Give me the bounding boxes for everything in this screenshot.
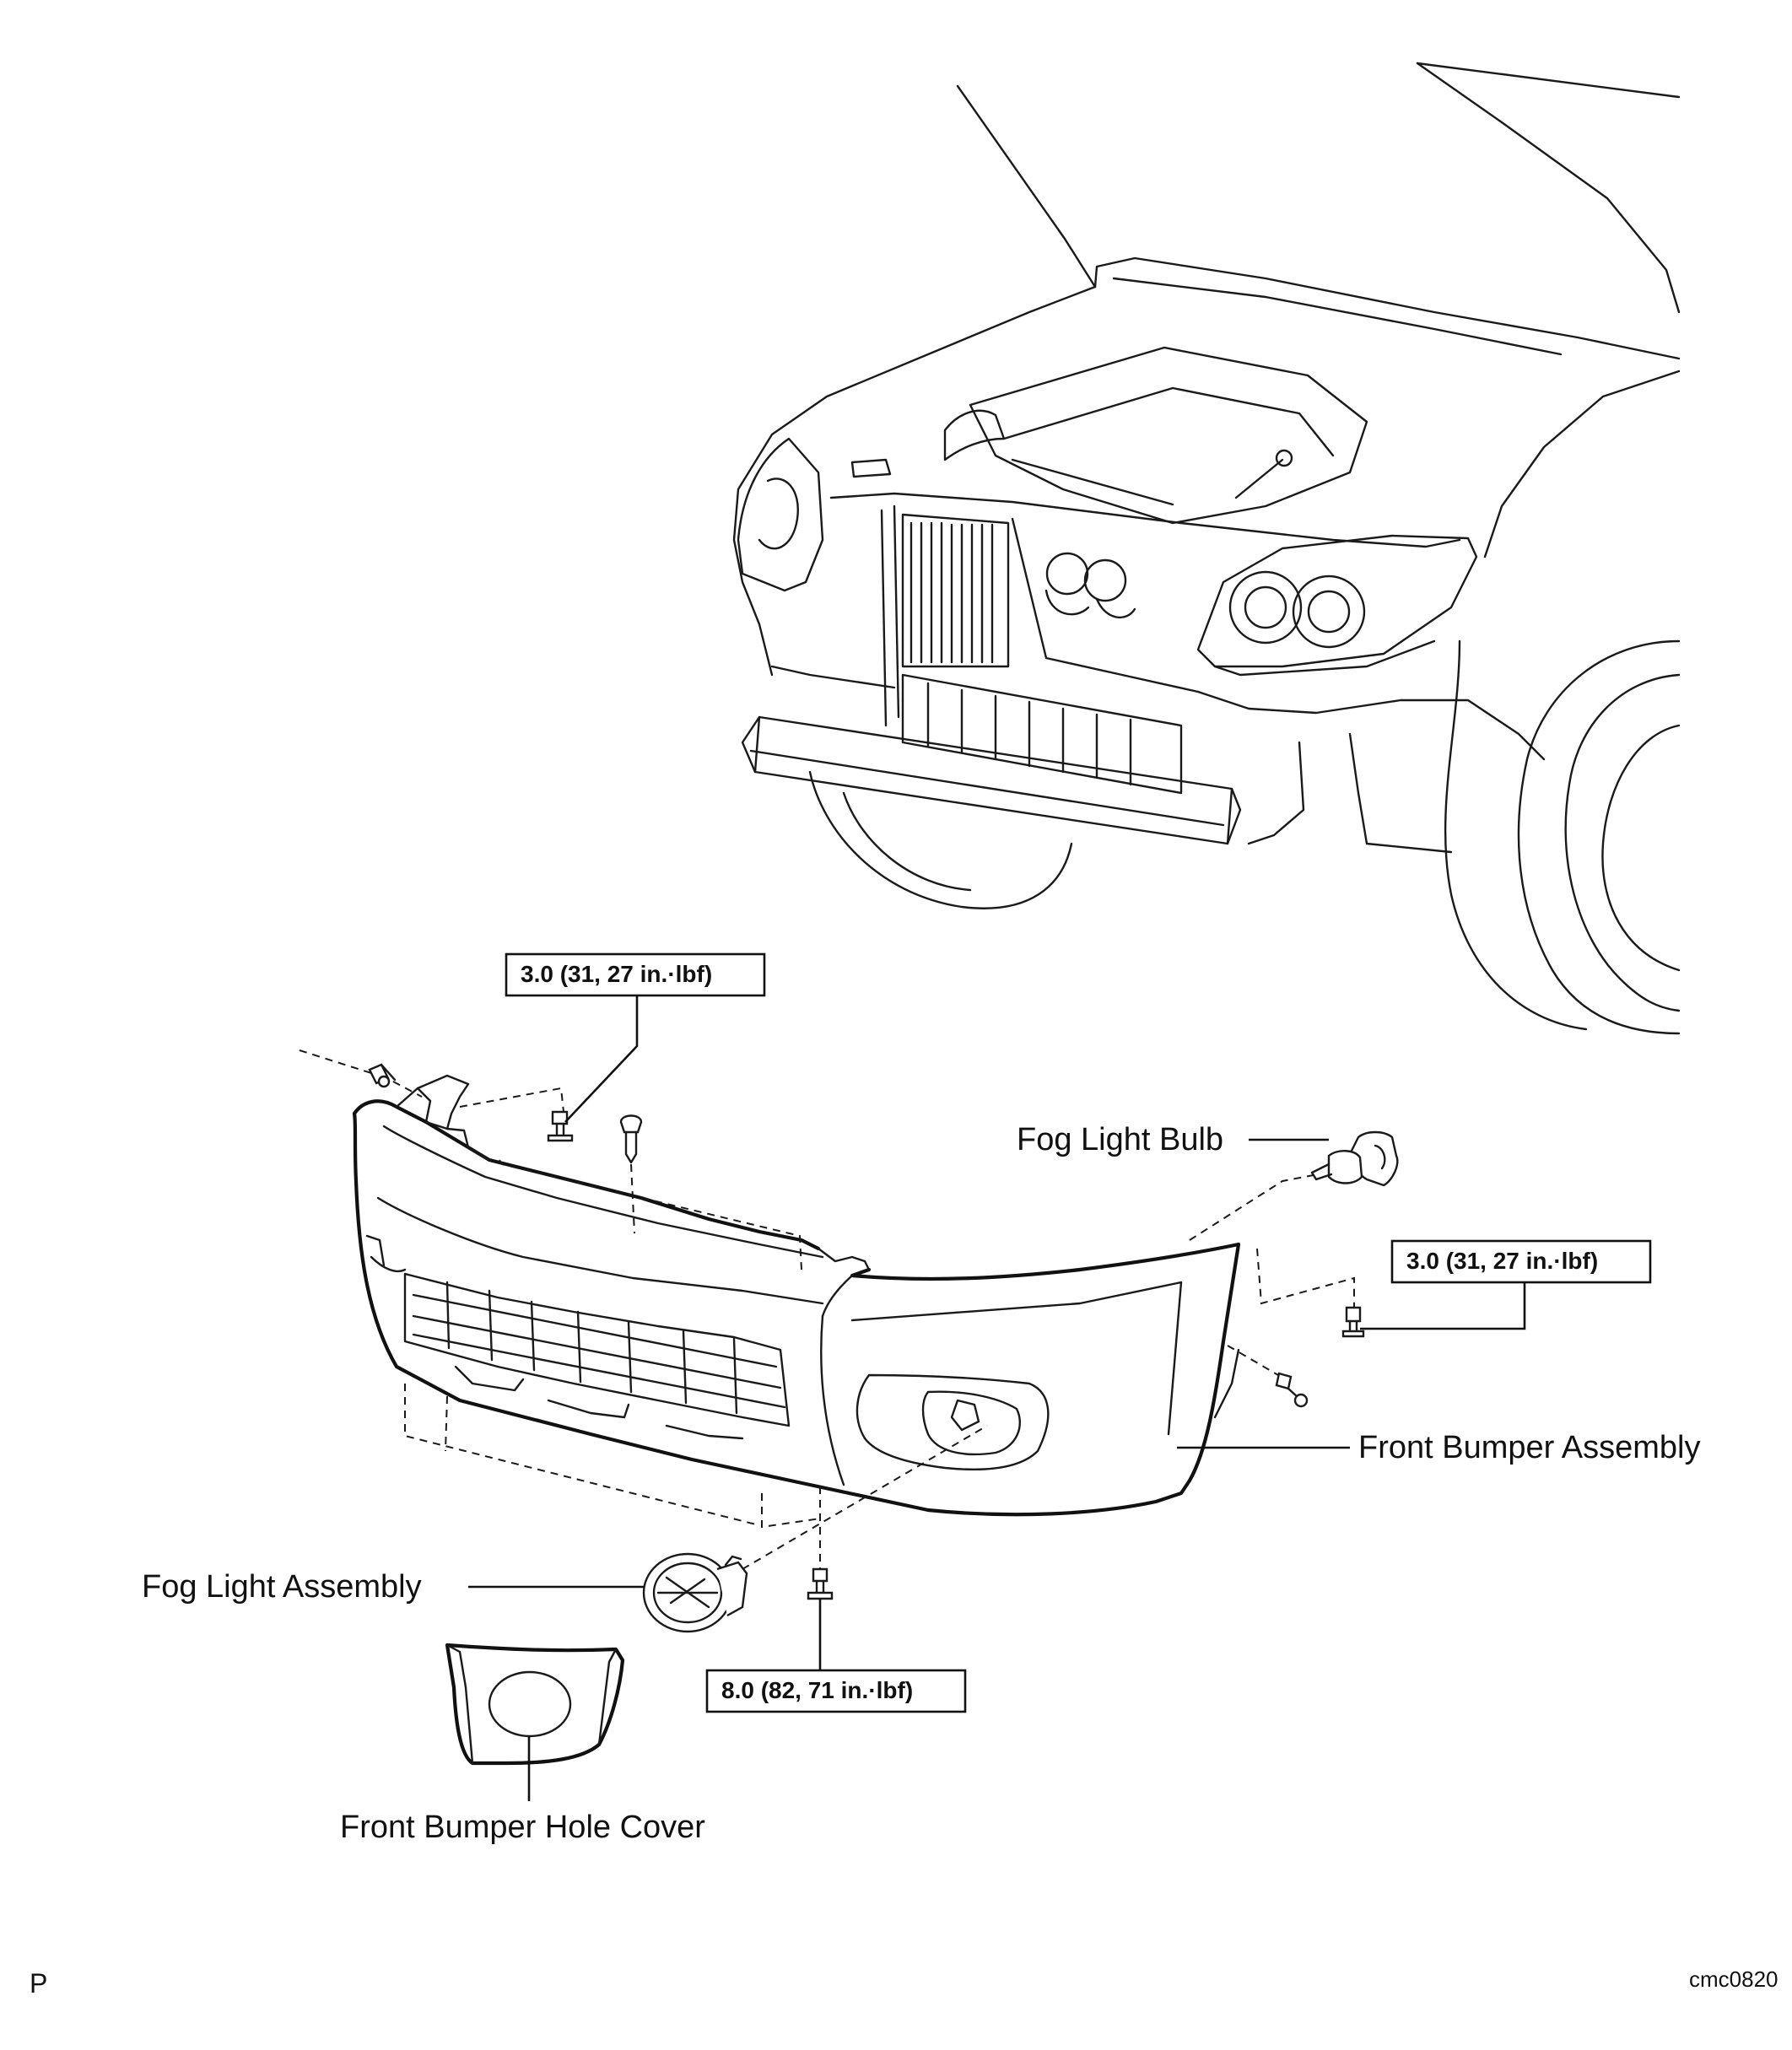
corner-mark-p: P — [30, 1968, 47, 1999]
label-front-bumper-hole-cover: Front Bumper Hole Cover — [340, 1810, 705, 1845]
label-front-bumper-assembly: Front Bumper Assembly — [1358, 1430, 1700, 1465]
torque-spec-bottom-text: 8.0 (82, 71 in.·lbf) — [721, 1677, 913, 1703]
bolt-right-upper — [1341, 1306, 1365, 1338]
torque-spec-upper-left: 3.0 (31, 27 in.·lbf) — [505, 952, 766, 997]
clip-upper-center — [619, 1114, 643, 1164]
radiator-fins — [901, 513, 1183, 795]
fog-light-bulb-part — [1310, 1130, 1399, 1187]
fog-light-assembly-part — [642, 1552, 748, 1633]
torque-spec-right: 3.0 (31, 27 in.·lbf) — [1390, 1239, 1652, 1284]
right-front-wheel — [1444, 639, 1681, 1035]
front-bumper-hole-cover-part — [445, 1643, 625, 1766]
lower-grille — [403, 1272, 791, 1427]
torque-spec-upper-left-text: 3.0 (31, 27 in.·lbf) — [521, 961, 712, 987]
fog-lamp-recess — [856, 1373, 1050, 1470]
label-fog-light-assembly: Fog Light Assembly — [142, 1569, 422, 1605]
assembly-dashed-lines — [299, 1049, 1355, 1570]
right-headlamp — [1196, 534, 1478, 677]
bolt-upper-left-top — [547, 1110, 574, 1142]
label-fog-light-bulb: Fog Light Bulb — [1017, 1122, 1223, 1157]
figure-code: cmc0820 — [1689, 1966, 1779, 1992]
bolt-bottom — [807, 1567, 834, 1600]
leader-lines — [468, 995, 1526, 1801]
front-bumper-assembly — [352, 1074, 1241, 1517]
torque-spec-right-text: 3.0 (31, 27 in.·lbf) — [1406, 1248, 1598, 1274]
bolt-upper-left-corner — [368, 1063, 397, 1088]
torque-spec-bottom: 8.0 (82, 71 in.·lbf) — [705, 1669, 967, 1713]
bolt-right-lower — [1275, 1372, 1309, 1408]
vehicle-front-illustration — [732, 62, 1681, 1035]
bumper-reinforcement — [741, 715, 1242, 845]
